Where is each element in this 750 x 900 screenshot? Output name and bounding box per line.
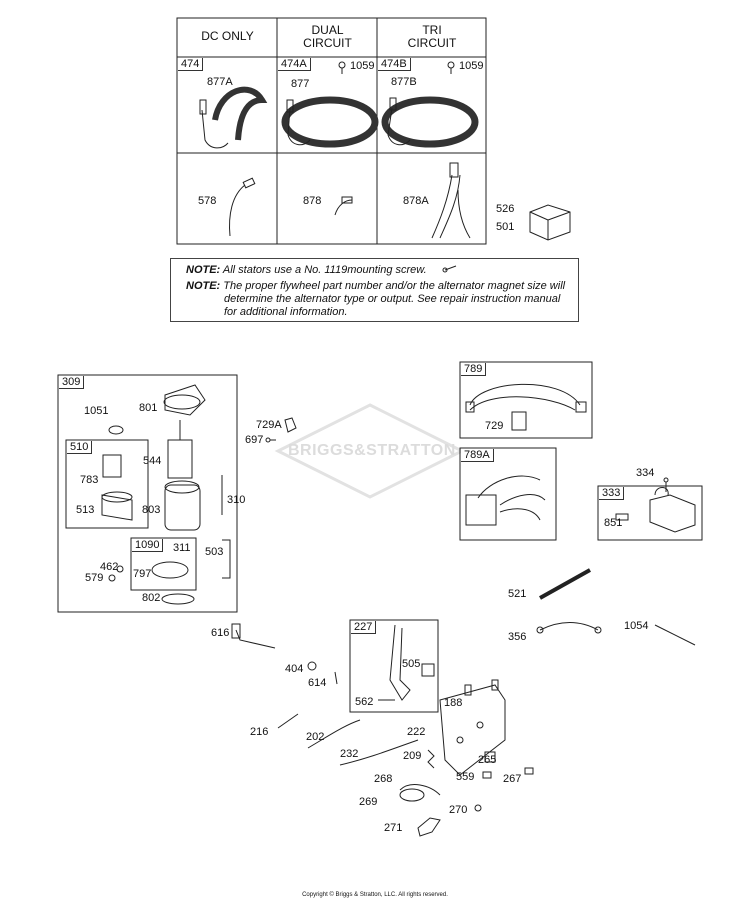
- watermark-logo: [274, 403, 466, 499]
- part-801-label: 801: [139, 402, 158, 414]
- part-311-label: 311: [173, 542, 191, 554]
- copyright-notice: Copyright © Briggs & Stratton, LLC. All …: [302, 892, 448, 898]
- note-2: NOTE: The proper flywheel part number an…: [186, 280, 565, 293]
- lever-616-icon: [231, 623, 276, 649]
- note-1-text: All stators use a No. 1119mounting screw…: [222, 264, 427, 276]
- watermark-text: BRIGGS&STRATTON: [288, 442, 456, 459]
- linkage-icons: [277, 713, 534, 837]
- part-797-label: 797: [133, 568, 152, 580]
- part-878-label: 878: [303, 195, 322, 207]
- stator-dual-icon: [281, 96, 379, 148]
- clip-729a-icon: [265, 417, 297, 443]
- rod-521-icon: [539, 568, 591, 600]
- part-521-label: 521: [508, 588, 527, 600]
- note-2-prefix: NOTE:: [186, 280, 221, 292]
- part-503-label: 503: [205, 546, 224, 558]
- stator-table-grid: [176, 17, 487, 245]
- starter-box-frame: [57, 374, 238, 613]
- part-614-label: 614: [308, 677, 327, 689]
- part-803-label: 803: [142, 504, 161, 516]
- part-729a-label: 729A: [256, 419, 282, 431]
- part-269-label: 269: [359, 796, 378, 808]
- part-232-label: 232: [340, 748, 359, 760]
- screw-1059-icons: [338, 61, 455, 74]
- note-1-prefix: NOTE:: [186, 264, 221, 276]
- part-616-label: 616: [211, 627, 230, 639]
- part-544-label: 544: [143, 455, 162, 467]
- part-265-label: 265: [478, 754, 497, 766]
- part-697-label: 697: [245, 434, 264, 446]
- part-877a-label: 877A: [207, 76, 233, 88]
- kit-474-tag: 474: [178, 58, 204, 71]
- washer-404-icon: [307, 661, 338, 685]
- part-209-label: 209: [403, 750, 422, 762]
- part-851-label: 851: [604, 517, 623, 529]
- part-505-label: 505: [402, 658, 421, 670]
- part-877-label: 877: [291, 78, 310, 90]
- kit-474a-tag: 474A: [278, 58, 311, 71]
- part-877b-label: 877B: [391, 76, 417, 88]
- harness-boxes-frame: [459, 361, 703, 541]
- part-526-label: 526: [496, 203, 515, 215]
- note-1: NOTE: All stators use a No. 1119mounting…: [186, 264, 427, 277]
- note-2-line3: for additional information.: [224, 306, 348, 318]
- kit-474b-tag: 474B: [378, 58, 411, 71]
- col-header-dc: DC ONLY: [201, 29, 254, 43]
- screw-1059-label-tri: 1059: [459, 60, 484, 72]
- part-271-label: 271: [384, 822, 403, 834]
- box-309-tag: 309: [59, 376, 85, 389]
- box-1090-tag: 1090: [132, 539, 164, 552]
- notes-box: NOTE: All stators use a No. 1119mounting…: [170, 258, 579, 322]
- cable-356-icon: [536, 622, 696, 646]
- box-227-tag: 227: [351, 621, 377, 634]
- part-559-label: 559: [456, 771, 475, 783]
- note-2-line1: The proper flywheel part number and/or t…: [223, 280, 566, 292]
- col-header-tri: TRI CIRCUIT: [407, 23, 457, 50]
- part-1054-label: 1054: [624, 620, 649, 632]
- screw-1059-label-dual: 1059: [350, 60, 375, 72]
- part-202-label: 202: [306, 731, 325, 743]
- part-501-label: 501: [496, 221, 515, 233]
- part-216-label: 216: [250, 726, 269, 738]
- part-802-label: 802: [142, 592, 161, 604]
- starter-part-icons: [101, 384, 231, 605]
- part-578-label: 578: [198, 195, 217, 207]
- harness-icons: [229, 162, 471, 239]
- part-334-label: 334: [636, 467, 655, 479]
- governor-lever-icons: [378, 624, 435, 701]
- box-333-tag: 333: [599, 487, 625, 500]
- stator-dc-icon: [199, 86, 268, 149]
- stator-tri-icon: [381, 96, 479, 148]
- part-222-label: 222: [407, 726, 426, 738]
- governor-box-frame: [349, 619, 439, 713]
- part-310-label: 310: [227, 494, 246, 506]
- note-2-line2: determine the alternator type or output.…: [224, 293, 561, 305]
- part-404-label: 404: [285, 663, 304, 675]
- part-513-label: 513: [76, 504, 95, 516]
- part-356-label: 356: [508, 631, 527, 643]
- part-878a-label: 878A: [403, 195, 429, 207]
- col-header-dual: DUAL CIRCUIT: [303, 23, 352, 50]
- part-1051-label: 1051: [84, 405, 109, 417]
- control-bracket-icon: [439, 679, 506, 776]
- box-510-tag: 510: [67, 441, 93, 454]
- box-789a-tag: 789A: [461, 449, 494, 462]
- part-729-label: 729: [485, 420, 504, 432]
- part-562-label: 562: [355, 696, 374, 708]
- regulator-icon: [529, 204, 571, 241]
- harness-789-icons: [465, 383, 696, 533]
- part-188-label: 188: [444, 697, 463, 709]
- part-268-label: 268: [374, 773, 393, 785]
- part-579-label: 579: [85, 572, 104, 584]
- part-783-label: 783: [80, 474, 99, 486]
- part-270-label: 270: [449, 804, 468, 816]
- box-789-tag: 789: [461, 363, 487, 376]
- note-screw-icon: [442, 265, 457, 273]
- part-267-label: 267: [503, 773, 522, 785]
- part-462-label: 462: [100, 561, 119, 573]
